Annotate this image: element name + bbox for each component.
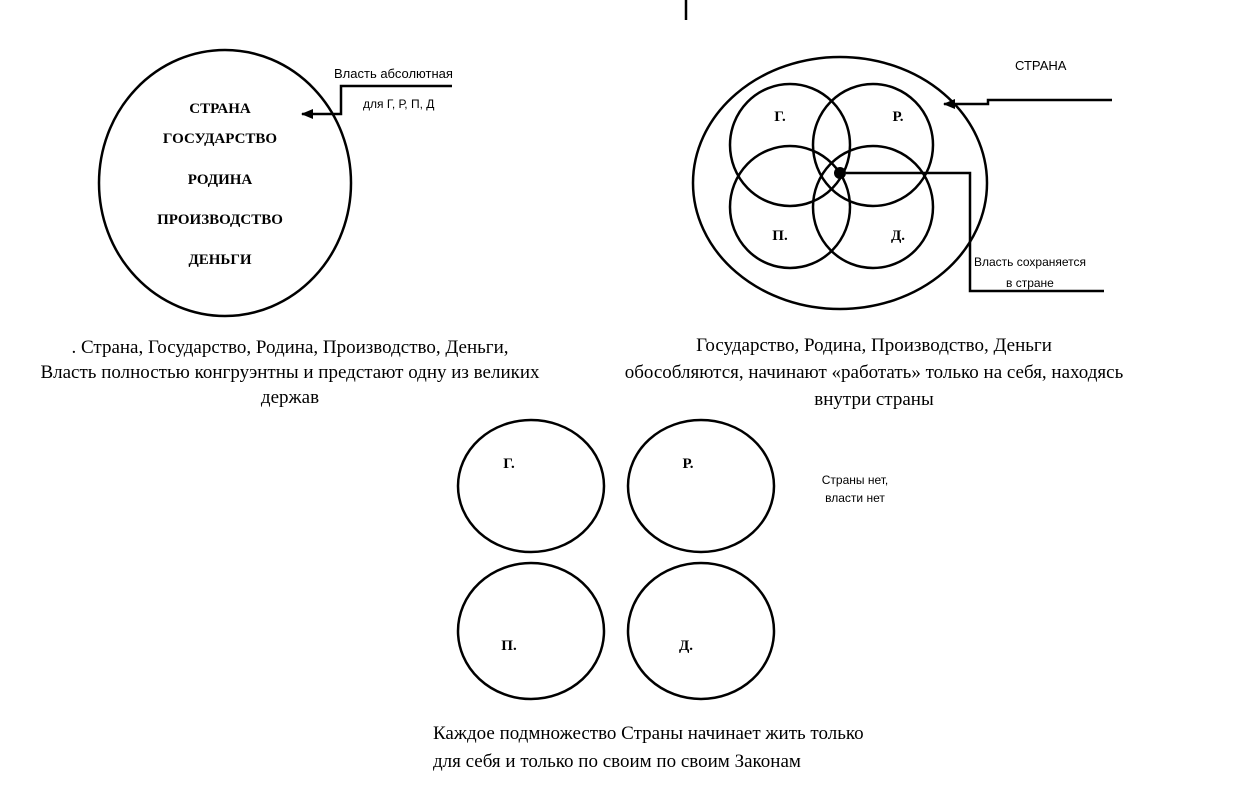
item-rodina: РОДИНА (188, 172, 253, 188)
country-outer-circle (691, 55, 989, 311)
caption-3-line-1: Каждое подмножество Страны начинает жить… (433, 723, 864, 744)
item-gosudarstvo: ГОСУДАРСТВО (163, 131, 277, 147)
panel-1-unified-country: СТРАНА ГОСУДАРСТВО РОДИНА ПРОИЗВОДСТВО Д… (40, 48, 540, 408)
absolute-power-note-line-1: Власть абсолютная (334, 66, 453, 81)
no-country-note-line-2: власти нет (825, 491, 885, 505)
subset-label-g: Г. (774, 109, 786, 125)
caption-1-line-1: . Страна, Государство, Родина, Производс… (71, 337, 508, 358)
separate-circle-d (626, 561, 776, 701)
item-dengi: ДЕНЬГИ (188, 252, 251, 268)
subset-label-p: П. (772, 228, 788, 244)
panel-2-country-with-subsets: Г. Р. П. Д. СТРАНА Власть сохраняется в … (625, 55, 1124, 410)
subset-circle-p (728, 144, 852, 270)
subset-circle-d (811, 144, 935, 270)
subset-circle-g (728, 82, 852, 208)
caption-2-line-3: внутри страны (814, 389, 934, 410)
separate-circle-r (626, 418, 776, 554)
separate-label-g: Г. (503, 456, 515, 472)
item-strana: СТРАНА (189, 101, 251, 117)
power-retained-note-line-2: в стране (1006, 276, 1054, 290)
absolute-power-note-line-2: для Г, Р, П, Д (363, 97, 434, 111)
power-retained-line (846, 171, 1104, 293)
separate-circle-g (456, 418, 606, 554)
separate-label-d: Д. (679, 638, 693, 654)
caption-2-line-1: Государство, Родина, Производство, Деньг… (696, 335, 1052, 356)
caption-3-line-2: для себя и только по своим по своим Зако… (433, 751, 801, 772)
absolute-power-arrow (301, 84, 452, 119)
separate-label-r: Р. (682, 456, 693, 472)
no-country-note-line-1: Страны нет, (822, 473, 889, 487)
power-retained-note-line-1: Власть сохраняется (974, 255, 1086, 269)
caption-1-line-3: держав (261, 387, 319, 408)
caption-2-line-2: обособляются, начинают «работать» только… (625, 362, 1124, 383)
separate-circle-p (456, 561, 606, 701)
item-proizvodstvo: ПРОИЗВОДСТВО (157, 212, 283, 228)
subset-label-d: Д. (891, 228, 905, 244)
power-center-dot (834, 167, 846, 179)
subset-label-r: Р. (892, 109, 903, 125)
country-outer-label: СТРАНА (1015, 58, 1067, 73)
country-unified-circle (97, 48, 353, 318)
separate-label-p: П. (501, 638, 517, 654)
country-label-arrow (943, 98, 1112, 109)
subset-circle-r (811, 82, 935, 208)
panel-3-separate-subsets: Г. Р. П. Д. Страны нет, власти нет Каждо… (433, 418, 889, 772)
caption-1-line-2: Власть полностью конгруэнтны и предстают… (40, 362, 540, 383)
